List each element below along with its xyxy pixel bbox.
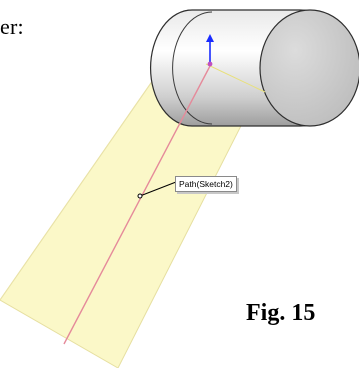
path-sketch-line[interactable] xyxy=(63,65,211,345)
figure-caption: Fig. 15 xyxy=(246,300,316,326)
cylinder-end-cap[interactable] xyxy=(259,9,359,127)
origin-axis-icon[interactable] xyxy=(206,34,214,67)
partial-text-label: er: xyxy=(0,14,24,39)
path-callout-label[interactable]: Path(Sketch2) xyxy=(175,176,237,192)
swept-body-edge xyxy=(0,69,161,301)
cylinder-part[interactable] xyxy=(150,9,359,127)
callout-leader xyxy=(139,181,177,197)
callout-anchor-dot xyxy=(137,193,143,199)
